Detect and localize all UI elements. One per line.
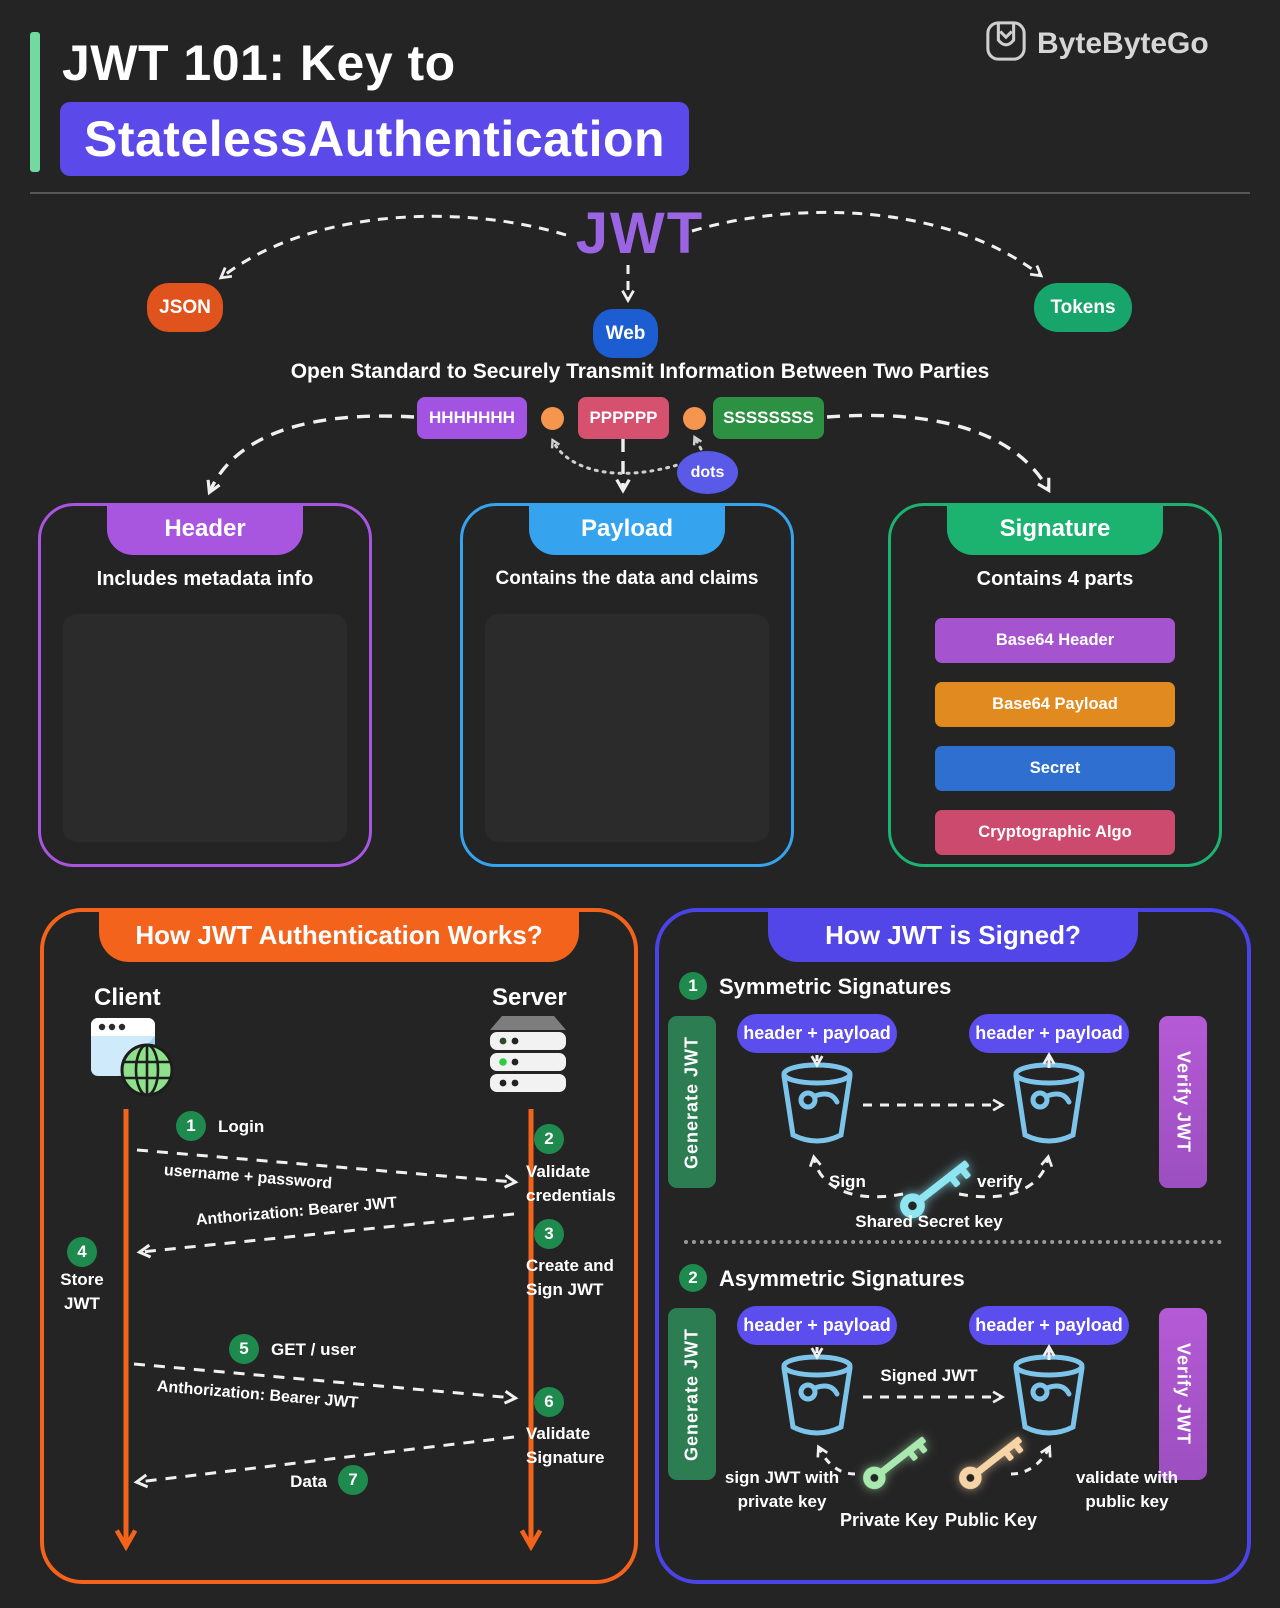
step-2-badge: 2	[534, 1124, 564, 1154]
msg-username-password: username + password	[163, 1162, 333, 1193]
signing-title: How JWT is Signed?	[768, 908, 1138, 962]
payload-code-box	[485, 614, 769, 842]
json-bubble: JSON	[147, 283, 223, 332]
tokens-bubble: Tokens	[1034, 283, 1132, 332]
msg-data-label: Data	[290, 1472, 327, 1491]
page-title-line1: JWT 101: Key to	[62, 35, 456, 91]
header-payload-pill-3: header + payload	[737, 1306, 897, 1345]
signature-part-base64-header: Base64 Header	[935, 618, 1175, 663]
verify-jwt-box-asym: Verify JWT	[1159, 1308, 1207, 1480]
public-key-icon	[947, 1420, 1035, 1502]
step-5-label: GET / user	[271, 1340, 357, 1359]
header-card: Header Includes metadata info	[38, 503, 372, 867]
header-payload-pill-2: header + payload	[969, 1014, 1129, 1053]
step-5-badge: 5	[229, 1334, 259, 1364]
msg-bearer-jwt-1: Anthorization: Bearer JWT	[195, 1194, 398, 1229]
signature-part-base64-payload: Base64 Payload	[935, 682, 1175, 727]
asymmetric-title: Asymmetric Signatures	[719, 1266, 965, 1291]
page-title-line2: StatelessAuthentication	[60, 102, 690, 176]
shared-secret-key-icon	[886, 1142, 983, 1232]
brand-logo: ByteByteGo	[985, 20, 1209, 67]
header-divider	[30, 192, 1250, 194]
token-signature-box: SSSSSSSS	[713, 397, 824, 439]
payload-card-tab: Payload	[529, 503, 725, 555]
msg-bearer-jwt-2: Anthorization: Bearer JWT	[156, 1378, 359, 1412]
bytebytego-icon	[985, 20, 1027, 67]
section-divider	[684, 1240, 1222, 1244]
signature-card-tab: Signature	[947, 503, 1163, 555]
step-1-badge: 1	[176, 1111, 206, 1141]
overview-arrows	[206, 210, 1051, 496]
verify-label: verify	[977, 1172, 1023, 1191]
step-7-badge: 7	[338, 1465, 368, 1495]
private-key-icon	[851, 1420, 939, 1502]
public-key-label: Public Key	[944, 1510, 1038, 1530]
brand-logo-text: ByteByteGo	[1037, 26, 1209, 60]
web-bubble: Web	[593, 309, 658, 358]
accent-bar	[30, 32, 40, 172]
step-4-badge: 4	[67, 1237, 97, 1267]
header-payload-pill-4: header + payload	[969, 1306, 1129, 1345]
signature-parts-list: Base64 Header Base64 Payload Secret Cryp…	[935, 618, 1175, 874]
bucket-icon-sym-left	[779, 1062, 855, 1153]
generate-jwt-box-sym: Generate JWT	[668, 1016, 716, 1188]
bucket-icon-sym-right	[1011, 1062, 1087, 1153]
header-card-tab: Header	[107, 503, 303, 555]
signature-card: Signature Contains 4 parts Base64 Header…	[888, 503, 1222, 867]
step-3-badge: 3	[534, 1219, 564, 1249]
symmetric-title: Symmetric Signatures	[719, 974, 952, 999]
token-dot-2	[683, 407, 706, 430]
signed-jwt-label: Signed JWT	[880, 1366, 978, 1385]
client-browser-icon	[89, 1014, 179, 1103]
signature-card-subtitle: Contains 4 parts	[976, 568, 1134, 590]
signing-card: How JWT is Signed? 1 Symmetric Signature…	[655, 908, 1251, 1584]
token-dot-1	[541, 407, 564, 430]
generate-jwt-box-asym: Generate JWT	[668, 1308, 716, 1480]
dots-bubble: dots	[677, 451, 738, 494]
header-payload-pill-1: header + payload	[737, 1014, 897, 1053]
auth-flow-card: How JWT Authentication Works? Client Se	[40, 908, 638, 1584]
header-card-subtitle: Includes metadata info	[96, 568, 314, 590]
signature-part-crypto-algo: Cryptographic Algo	[935, 810, 1175, 855]
step-1-label: Login	[218, 1117, 265, 1136]
sign-label: Sign	[829, 1172, 866, 1191]
token-header-box: HHHHHHH	[417, 397, 527, 439]
client-label: Client	[94, 984, 161, 1011]
payload-card-subtitle: Contains the data and claims	[495, 568, 759, 589]
private-key-label: Private Key	[839, 1510, 939, 1530]
verify-jwt-box-sym: Verify JWT	[1159, 1016, 1207, 1188]
asymmetric-badge: 2	[679, 1264, 707, 1292]
bucket-icon-asym-left	[779, 1354, 855, 1445]
jwt-heading: JWT	[575, 201, 705, 266]
symmetric-badge: 1	[679, 972, 707, 1000]
payload-card: Payload Contains the data and claims	[460, 503, 794, 867]
step-6-badge: 6	[534, 1387, 564, 1417]
shared-secret-key-label: Shared Secret key	[855, 1212, 1003, 1231]
header-code-box	[63, 614, 347, 842]
auth-flow-title: How JWT Authentication Works?	[99, 908, 579, 962]
server-icon	[484, 1014, 572, 1101]
token-payload-box: PPPPPP	[578, 397, 669, 439]
signature-part-secret: Secret	[935, 746, 1175, 791]
server-label: Server	[492, 984, 567, 1011]
open-standard-text: Open Standard to Securely Transmit Infor…	[290, 360, 990, 383]
bucket-icon-asym-right	[1011, 1354, 1087, 1445]
